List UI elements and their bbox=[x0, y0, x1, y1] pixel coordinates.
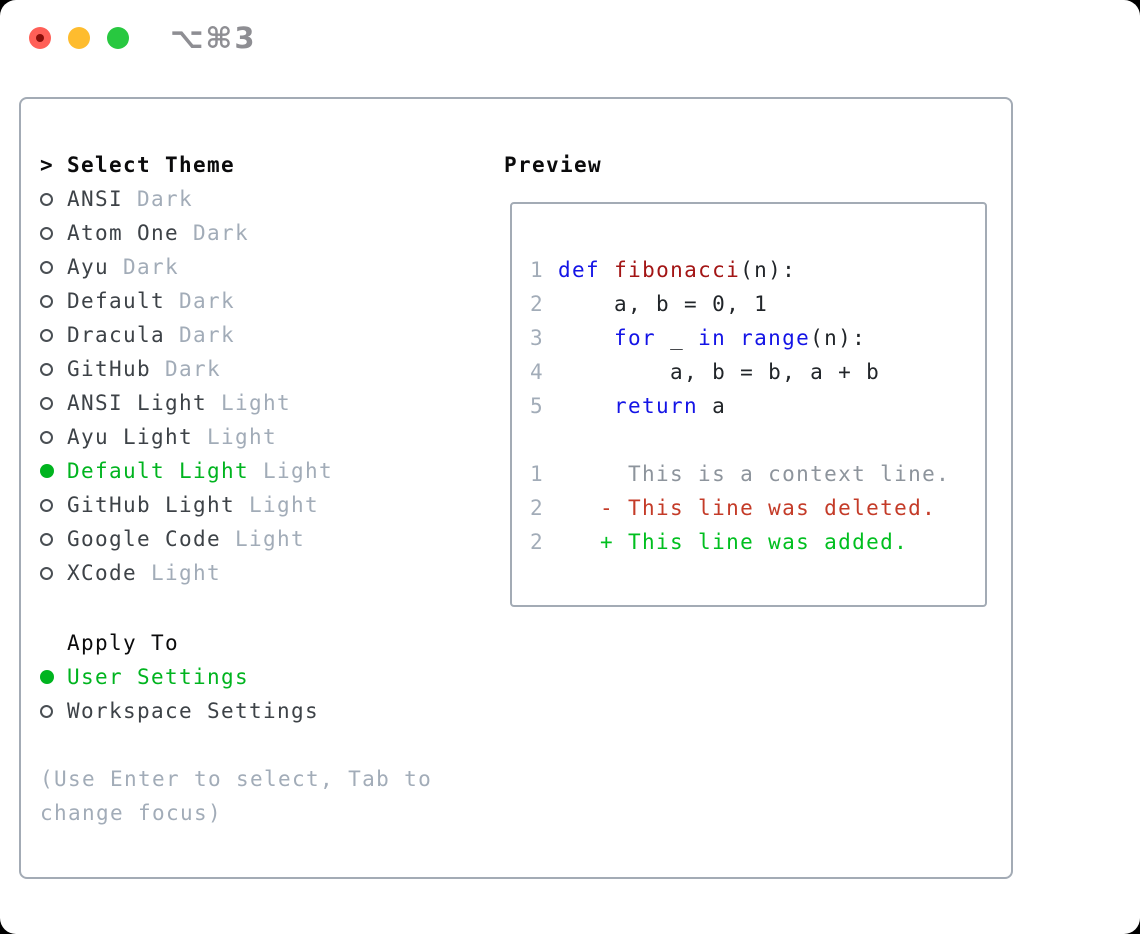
theme-option-label: Dracula bbox=[67, 323, 166, 347]
apply-option-label: Workspace Settings bbox=[67, 699, 320, 723]
theme-list-header: > Select Theme bbox=[40, 148, 333, 182]
theme-option[interactable]: Default Light Light bbox=[40, 454, 333, 488]
theme-variant-tag: Light bbox=[207, 391, 292, 415]
theme-option[interactable]: Ayu Light Light bbox=[40, 420, 333, 454]
radio-icon bbox=[40, 396, 53, 410]
line-number: 2 bbox=[530, 530, 545, 554]
line-number: 1 bbox=[530, 258, 545, 282]
theme-option[interactable]: Google Code Light bbox=[40, 522, 333, 556]
theme-variant-tag: Light bbox=[221, 527, 306, 551]
theme-option[interactable]: Default Dark bbox=[40, 284, 333, 318]
theme-variant-tag: Dark bbox=[165, 289, 236, 313]
theme-option-label: Ayu bbox=[67, 255, 110, 279]
theme-variant-tag: Light bbox=[193, 425, 278, 449]
minimize-button[interactable] bbox=[68, 27, 90, 49]
theme-variant-tag: Dark bbox=[165, 323, 236, 347]
preview-code-line: 4 a, b = b, a + b bbox=[530, 360, 881, 384]
theme-variant-tag: Dark bbox=[109, 255, 180, 279]
theme-option-label: ANSI Light bbox=[67, 391, 208, 415]
theme-option[interactable]: Ayu Dark bbox=[40, 250, 333, 284]
theme-option-label: XCode bbox=[67, 561, 138, 585]
theme-option-label: Atom One bbox=[67, 221, 180, 245]
line-number: 4 bbox=[530, 360, 545, 384]
zoom-button[interactable] bbox=[107, 27, 129, 49]
theme-variant-tag: Light bbox=[249, 459, 334, 483]
preview-pane: 1 def fibonacci(n): 2 a, b = 0, 1 3 for _ … bbox=[510, 202, 987, 607]
theme-option[interactable]: ANSI Dark bbox=[40, 182, 333, 216]
apply-option[interactable]: User Settings bbox=[40, 660, 319, 694]
preview-diff-line: 1 This is a context line. bbox=[530, 462, 951, 486]
theme-variant-tag: Dark bbox=[151, 357, 222, 381]
radio-icon bbox=[40, 294, 53, 308]
theme-option-label: Google Code bbox=[67, 527, 222, 551]
close-button[interactable] bbox=[29, 27, 51, 49]
radio-selected-icon bbox=[40, 670, 54, 684]
preview-blank-line bbox=[530, 423, 985, 457]
preview-code-line: 5 return a bbox=[530, 394, 727, 418]
radio-icon bbox=[40, 328, 53, 342]
preview-code-line: 1 def fibonacci(n): bbox=[530, 258, 797, 282]
theme-variant-tag: Light bbox=[137, 561, 222, 585]
apply-to-title: Apply To bbox=[67, 631, 180, 655]
theme-option[interactable]: ANSI Light Light bbox=[40, 386, 333, 420]
line-number: 2 bbox=[530, 496, 545, 520]
theme-list-title: Select Theme bbox=[67, 153, 236, 177]
theme-option[interactable]: Atom One Dark bbox=[40, 216, 333, 250]
radio-icon bbox=[40, 362, 53, 376]
theme-option[interactable]: GitHub Light Light bbox=[40, 488, 333, 522]
theme-option-label: Default Light bbox=[67, 459, 250, 483]
theme-option-label: Default bbox=[67, 289, 166, 313]
radio-icon bbox=[40, 566, 53, 580]
radio-icon bbox=[40, 532, 53, 546]
radio-icon bbox=[40, 430, 53, 444]
apply-to-header-row: Apply To bbox=[40, 626, 319, 660]
theme-variant-tag: Light bbox=[235, 493, 320, 517]
theme-option-label: GitHub bbox=[67, 357, 152, 381]
radio-icon bbox=[40, 704, 53, 718]
theme-variant-tag: Dark bbox=[179, 221, 250, 245]
theme-option[interactable]: Dracula Dark bbox=[40, 318, 333, 352]
theme-option-label: ANSI bbox=[67, 187, 124, 211]
radio-icon bbox=[40, 192, 53, 206]
line-number: 5 bbox=[530, 394, 545, 418]
preview-content: 1 def fibonacci(n): 2 a, b = 0, 1 3 for _ … bbox=[530, 253, 985, 559]
cursor-prompt-icon: > bbox=[40, 153, 55, 177]
preview-diff-line: 2 + This line was added. bbox=[530, 530, 909, 554]
line-number: 1 bbox=[530, 462, 545, 486]
apply-option-label: User Settings bbox=[67, 665, 250, 689]
preview-code-line: 2 a, b = 0, 1 bbox=[530, 292, 769, 316]
preview-code-line: 3 for _ in range(n): bbox=[530, 326, 867, 350]
theme-option-label: Ayu Light bbox=[67, 425, 194, 449]
keyboard-hint: (Use Enter to select, Tab to change focu… bbox=[40, 767, 433, 825]
radio-selected-icon bbox=[40, 464, 54, 478]
preview-diff-line: 2 - This line was deleted. bbox=[530, 496, 937, 520]
radio-icon bbox=[40, 260, 53, 274]
line-number: 2 bbox=[530, 292, 545, 316]
preview-title: Preview bbox=[504, 153, 603, 177]
theme-option[interactable]: XCode Light bbox=[40, 556, 333, 590]
window-title-shortcut: ⌥⌘3 bbox=[170, 21, 257, 55]
apply-option[interactable]: Workspace Settings bbox=[40, 694, 319, 728]
radio-icon bbox=[40, 226, 53, 240]
radio-icon bbox=[40, 498, 53, 512]
line-number: 3 bbox=[530, 326, 545, 350]
theme-variant-tag: Dark bbox=[123, 187, 194, 211]
theme-option[interactable]: GitHub Dark bbox=[40, 352, 333, 386]
theme-option-label: GitHub Light bbox=[67, 493, 236, 517]
